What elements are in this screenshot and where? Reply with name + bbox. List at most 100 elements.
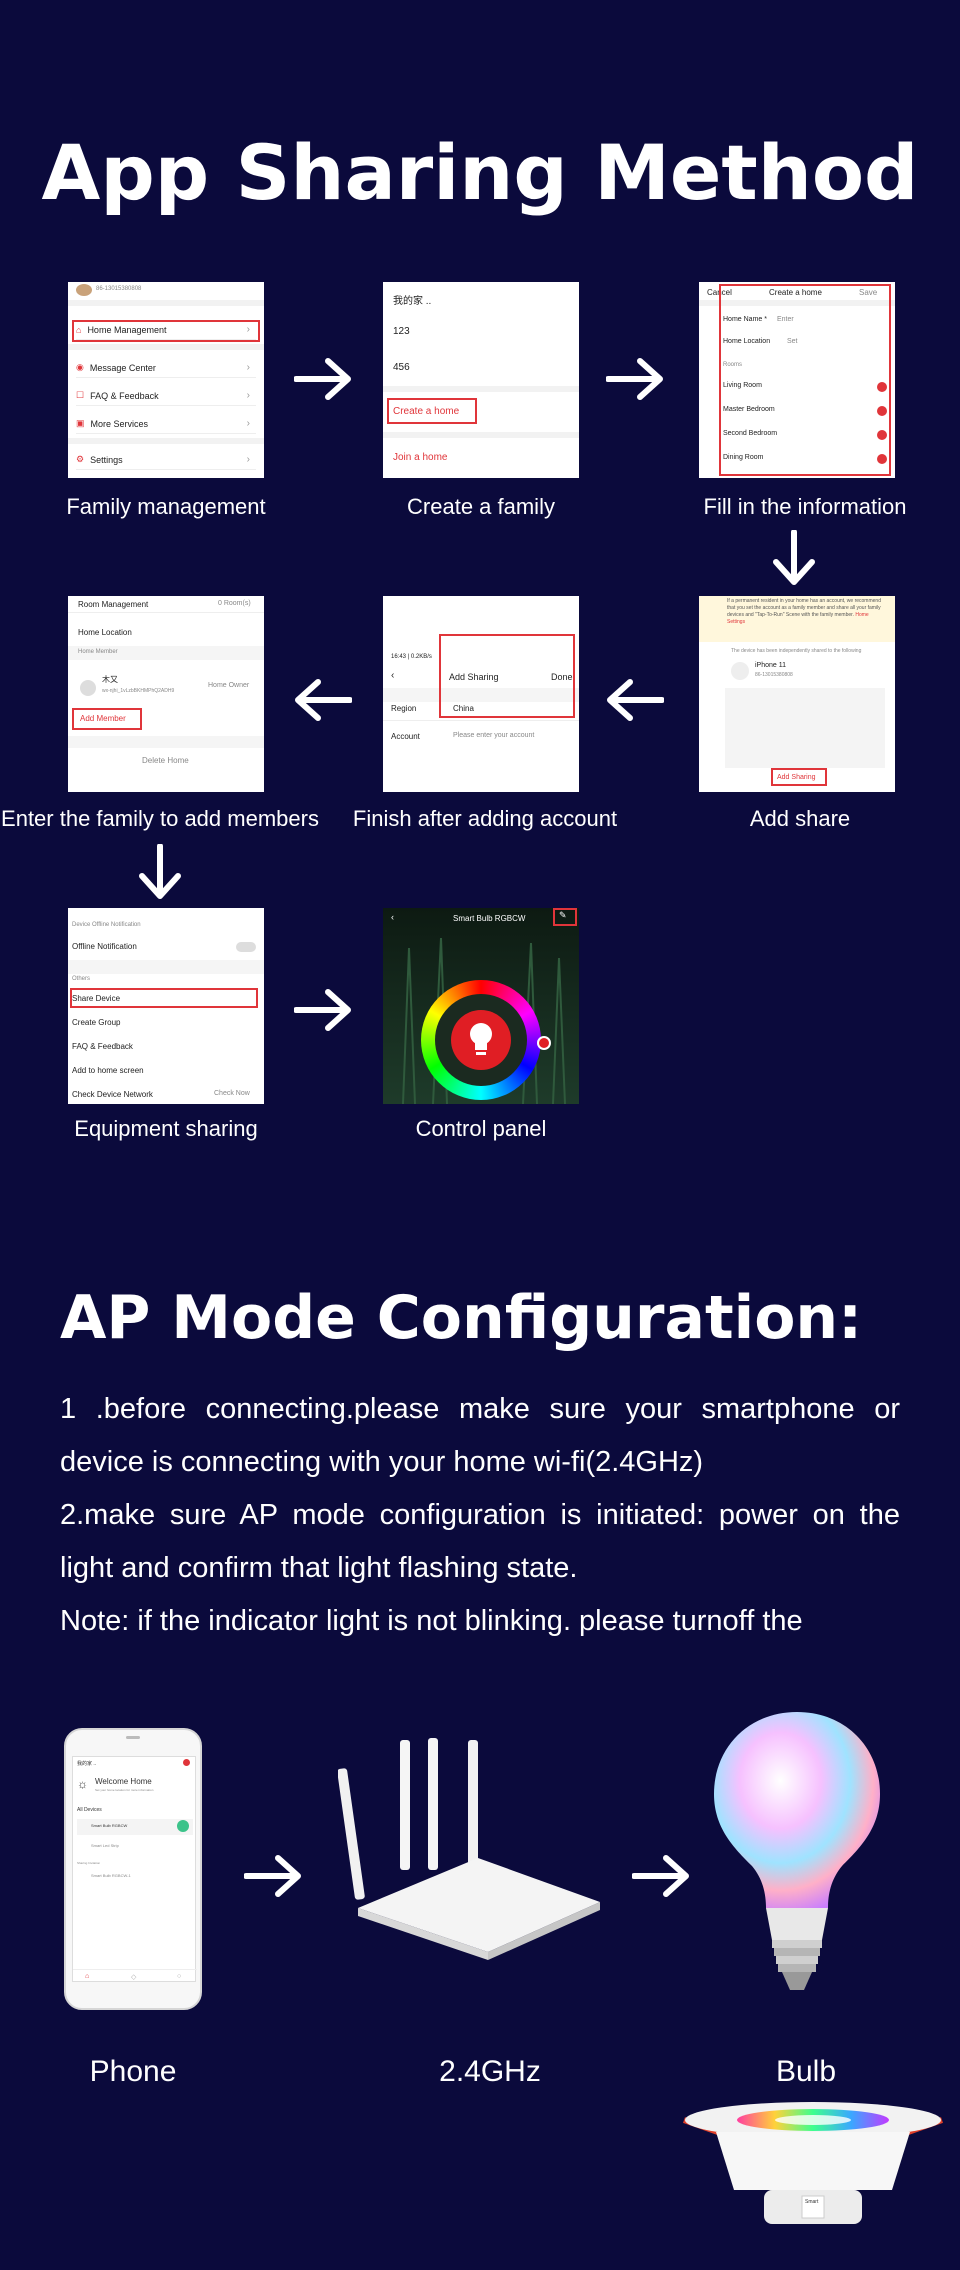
welcome-text: Welcome Home: [95, 1777, 152, 1786]
screen-title: Add Sharing: [449, 672, 499, 682]
home-member-label: Home Member: [78, 649, 118, 655]
caption-family-management: Family management: [66, 494, 266, 519]
member-role: Home Owner: [208, 682, 250, 689]
bulb-image: [714, 1712, 880, 1990]
save-button[interactable]: Save: [859, 288, 878, 297]
share-device-item[interactable]: Share Device: [72, 994, 121, 1003]
arrow-left-icon: [607, 679, 664, 721]
screen-title: Smart Bulb RGBCW: [453, 914, 526, 923]
caption-equipment-sharing: Equipment sharing: [74, 1116, 258, 1141]
router-image: [338, 1738, 600, 1960]
back-icon[interactable]: ‹: [391, 670, 395, 681]
device-name: iPhone 11: [755, 662, 787, 669]
caption-add-members: Enter the family to add members: [1, 806, 319, 831]
device-row: Smart Led Strip: [91, 1843, 119, 1848]
menu-settings[interactable]: ⚙Settings›: [76, 450, 256, 470]
screenshot-equipment-sharing: Device Offline Notification Offline Noti…: [68, 908, 264, 1104]
others-label: Others: [72, 976, 91, 982]
menu-label: Home Management: [87, 324, 167, 335]
screen-title: Create a home: [769, 288, 822, 297]
ap-instructions: 1 .before connecting.please make sure yo…: [60, 1383, 900, 1648]
highlight-box: [387, 398, 477, 424]
router-label: 2.4GHz: [439, 2055, 541, 2088]
avatar: [80, 680, 96, 696]
ap-line: 1 .before connecting.please make sure yo…: [60, 1393, 900, 1478]
arrow-right-icon: [294, 358, 351, 400]
device-toggle: [177, 1820, 189, 1832]
notice-link[interactable]: Home Settings: [727, 612, 869, 625]
faq-item[interactable]: FAQ & Feedback: [72, 1042, 133, 1051]
back-icon[interactable]: ‹: [391, 912, 394, 922]
highlight-box: [70, 988, 258, 1008]
delete-home-button[interactable]: Delete Home: [142, 756, 189, 765]
done-button[interactable]: Done: [551, 672, 573, 682]
add-home-screen-item[interactable]: Add to home screen: [72, 1066, 144, 1075]
highlight-box: [719, 284, 891, 476]
menu-label: Settings: [90, 454, 123, 465]
join-home-button[interactable]: Join a home: [393, 452, 448, 463]
downlight-image: [683, 2102, 943, 2224]
menu-faq-feedback[interactable]: ☐FAQ & Feedback›: [76, 386, 256, 406]
home-item[interactable]: 123: [393, 326, 410, 337]
shared-label: The device has been independently shared…: [731, 648, 862, 654]
menu-message-center[interactable]: ◉Message Center›: [76, 358, 256, 378]
menu-more-services[interactable]: ▣More Services›: [76, 414, 256, 434]
sun-icon: ☼: [77, 1777, 88, 1791]
bulb-icon: [470, 1023, 492, 1055]
create-group-item[interactable]: Create Group: [72, 1018, 121, 1027]
phone-label: Phone: [89, 2055, 177, 2088]
region-value[interactable]: China: [453, 704, 474, 713]
room-item: Dining Room: [723, 454, 764, 461]
check-network-item[interactable]: Check Device Network: [72, 1090, 153, 1099]
highlight-box: [72, 708, 142, 730]
arrow-left-icon: [295, 679, 352, 721]
device-avatar: [731, 662, 749, 680]
home-tab-icon: ⌂: [85, 1973, 90, 1980]
region-label: Region: [391, 704, 417, 713]
ap-line: Note: if the indicator light is not blin…: [60, 1605, 803, 1637]
scene-tab-icon: ◇: [131, 1974, 137, 1981]
highlight-box: [72, 320, 260, 342]
screen-title: Room Management: [78, 600, 149, 609]
screenshot-family-management: 86-13015380808 ⌂Home Management› ◉Messag…: [68, 282, 264, 478]
avatar: [76, 284, 92, 296]
edit-icon[interactable]: ✎: [559, 910, 567, 920]
menu-home-management[interactable]: ⌂Home Management›: [76, 320, 256, 340]
welcome-sub: Set your home location for more informat…: [95, 1788, 154, 1792]
caption-control-panel: Control panel: [415, 1116, 547, 1141]
screenshot-add-share: If a permanent resident in your home has…: [699, 596, 895, 792]
screenshot-create-family: 我的家 .. 123 456 Create a home Join a home: [383, 282, 579, 478]
screenshot-control-panel: ‹ Smart Bulb RGBCW ✎: [383, 908, 579, 1104]
ap-line: 2.make sure AP mode configuration is ini…: [60, 1499, 900, 1584]
home-name-label: Home Name *: [723, 316, 767, 323]
user-id: 86-13015380808: [96, 286, 142, 292]
home-item[interactable]: 456: [393, 362, 410, 373]
rooms-count: 0 Room(s): [218, 600, 251, 607]
add-sharing-button[interactable]: Add Sharing: [777, 774, 816, 781]
offline-toggle[interactable]: [236, 942, 256, 952]
caption-add-share: Add share: [749, 806, 851, 831]
check-now[interactable]: Check Now: [214, 1090, 250, 1097]
rooms-label: Rooms: [723, 362, 743, 368]
arrow-right-icon: [244, 1855, 301, 1897]
phone-image: 我的家 .. ☼ Welcome Home Set your home loca…: [64, 1728, 202, 2010]
create-home-button[interactable]: Create a home: [393, 406, 460, 417]
device-row: Smart Bulb RGBCW: [91, 1823, 128, 1828]
notice-text: If a permanent resident in your home has…: [727, 598, 881, 618]
sharing-label: Sharing Invitation: [77, 1861, 101, 1865]
add-member-button[interactable]: Add Member: [80, 714, 126, 723]
home-location[interactable]: Home Location: [78, 628, 132, 637]
home-name-input[interactable]: Enter: [777, 316, 794, 323]
highlight-box: [439, 634, 575, 718]
caption-create-family: Create a family: [407, 494, 555, 519]
highlight-box: [553, 908, 577, 926]
color-picker-handle[interactable]: [537, 1036, 551, 1050]
arrow-right-icon: [294, 989, 351, 1031]
arrow-down-icon: [139, 844, 181, 899]
arrow-down-icon: [773, 530, 815, 585]
home-location-set[interactable]: Set: [787, 338, 798, 345]
room-item: Master Bedroom: [723, 406, 775, 413]
caption-add-account: Finish after adding account: [352, 806, 618, 831]
screenshot-fill-information: Cancel Create a home Save Home Name * En…: [699, 282, 895, 478]
account-input[interactable]: Please enter your account: [453, 732, 535, 739]
